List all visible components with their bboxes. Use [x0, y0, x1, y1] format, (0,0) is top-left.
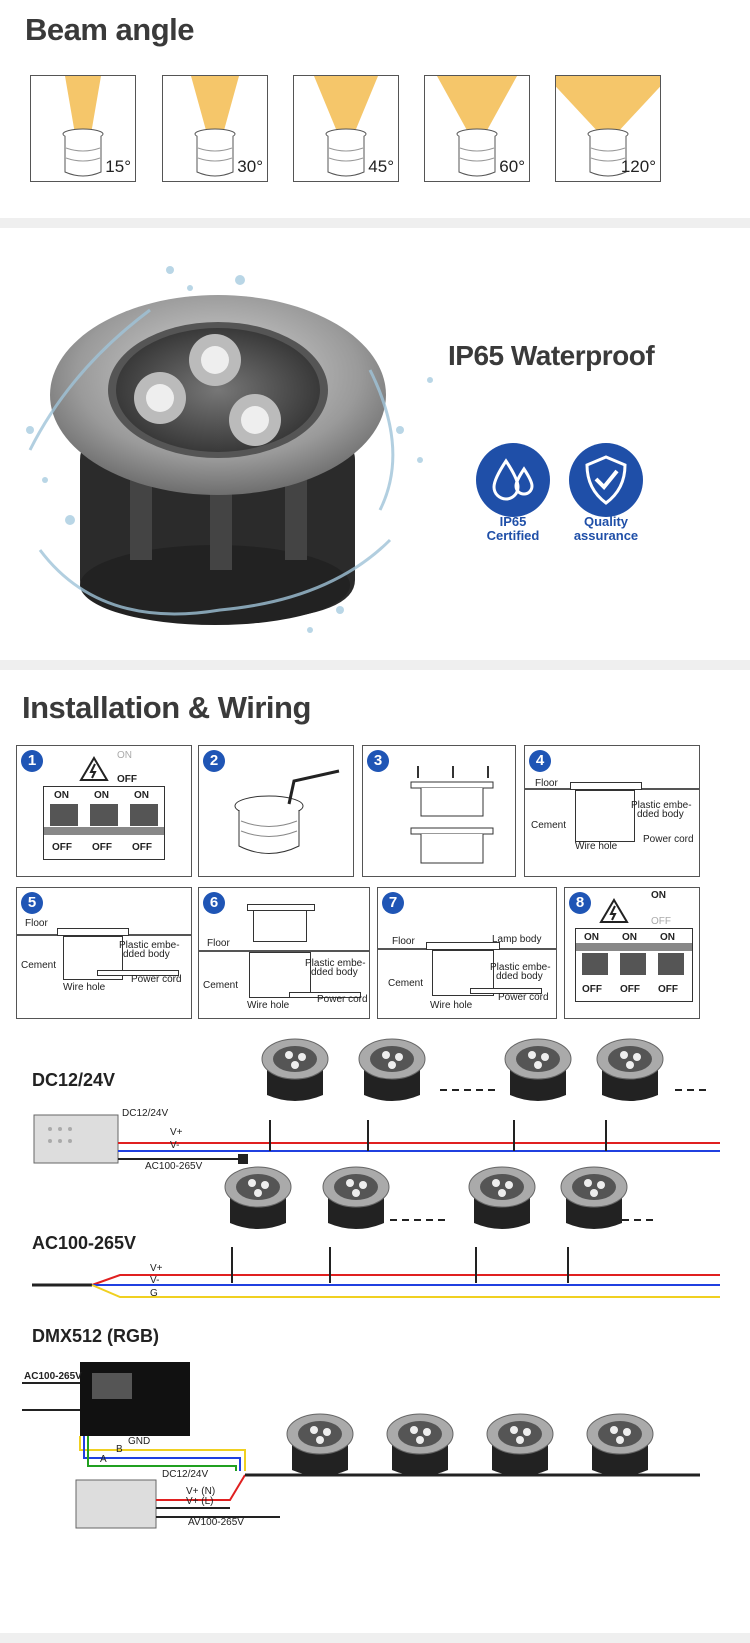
beam-angle-label: 45°	[368, 157, 394, 176]
section-divider	[0, 660, 750, 670]
dc-ac-label: AC100-265V	[145, 1161, 203, 1172]
warning-icon	[79, 756, 109, 781]
lamp-icon	[468, 1166, 536, 1229]
lamp-icon	[586, 1413, 654, 1476]
step-number: 7	[382, 892, 404, 914]
section-divider	[0, 1633, 750, 1643]
beam-angle-box: 60°	[424, 75, 530, 182]
step-number: 4	[529, 750, 551, 772]
installation-title: Installation & Wiring	[22, 690, 311, 725]
beam-angle-box: 120°	[555, 75, 661, 182]
step-3-panel: 3	[362, 745, 516, 877]
lamp-icon	[504, 1038, 572, 1101]
ac-vplus-label: V+	[150, 1263, 163, 1274]
warning-icon	[599, 898, 629, 923]
dmx-b-label: B	[116, 1444, 123, 1455]
section-divider	[0, 218, 750, 228]
lamp-icon	[322, 1166, 390, 1229]
step-2-panel: 2	[198, 745, 354, 877]
beam-angle-box: 45°	[293, 75, 399, 182]
beam-angle-box: 30°	[162, 75, 268, 182]
step-number: 3	[367, 750, 389, 772]
drill-lamp-illustration	[234, 769, 340, 854]
dmx-vn-label: V+ (N)	[186, 1486, 216, 1497]
dmx-psu-label: DC12/24V	[162, 1469, 209, 1480]
lamp-icon	[560, 1166, 628, 1229]
step-8-panel: 8 ON OFF ON ON ON OFF OFF OFF	[564, 887, 700, 1019]
dmx-ac-label: AC100-265V	[24, 1371, 82, 1382]
dmx-a-label: A	[100, 1454, 107, 1465]
dc-title: DC12/24V	[32, 1070, 116, 1090]
lamp-icon	[358, 1038, 426, 1101]
dc-vminus-label: V-	[170, 1140, 180, 1151]
breaker-panel: ON ON ON OFF OFF OFF	[43, 786, 165, 860]
ac-vminus-label: V-	[150, 1275, 160, 1286]
dmx-vl-label: V+ (L)	[186, 1496, 214, 1507]
dc-psu-label: DC12/24V	[122, 1108, 169, 1119]
ac-wiring	[32, 1274, 720, 1298]
ac-title: AC100-265V	[32, 1233, 137, 1253]
step-number: 8	[569, 892, 591, 914]
dmx-title: DMX512 (RGB)	[32, 1326, 160, 1346]
step-7-panel: 7 Floor Cement Lamp body Plastic embe- d…	[377, 887, 557, 1019]
lamp-icon	[596, 1038, 664, 1101]
lamp-icon	[224, 1166, 292, 1229]
water-drops-icon	[476, 443, 550, 517]
wiring-diagrams	[22, 1038, 720, 1529]
step-1-panel: 1 ON OFF ON ON ON OFF OFF OFF	[16, 745, 192, 877]
lamp-icon	[386, 1413, 454, 1476]
beam-angle-title: Beam angle	[25, 12, 195, 47]
beam-angle-label: 120°	[620, 157, 656, 176]
beam-angle-label: 15°	[105, 157, 131, 176]
ac-g-label: G	[150, 1288, 158, 1299]
screws-illustration	[410, 766, 494, 864]
lamp-icon	[286, 1413, 354, 1476]
dc-wiring	[33, 1114, 720, 1164]
product-photo	[10, 250, 450, 650]
lamp-icon	[261, 1038, 329, 1101]
shield-check-icon	[569, 443, 643, 517]
off-label: OFF	[117, 774, 137, 785]
step-5-panel: 5 Floor Cement Plastic embe- dded body P…	[16, 887, 192, 1019]
lamp-icon	[486, 1413, 554, 1476]
beam-angle-box: 15°	[30, 75, 136, 182]
step-number: 6	[203, 892, 225, 914]
waterproof-title: IP65 Waterproof	[448, 340, 655, 371]
dmx-av-label: AV100-265V	[188, 1517, 244, 1528]
beam-angle-label: 60°	[499, 157, 525, 176]
step-number: 1	[21, 750, 43, 772]
dc-vplus-label: V+	[170, 1127, 183, 1138]
dmx-gnd-label: GND	[128, 1436, 151, 1447]
step-6-panel: 6 Floor Cement Plastic embe- dded body P…	[198, 887, 370, 1019]
breaker-panel: ON ON ON OFF OFF OFF	[575, 928, 693, 1002]
step-4-panel: 4 Floor Cement Plastic embe- dded body P…	[524, 745, 700, 877]
step-number: 2	[203, 750, 225, 772]
on-label: ON	[117, 750, 132, 761]
step-number: 5	[21, 892, 43, 914]
beam-angle-label: 30°	[237, 157, 263, 176]
